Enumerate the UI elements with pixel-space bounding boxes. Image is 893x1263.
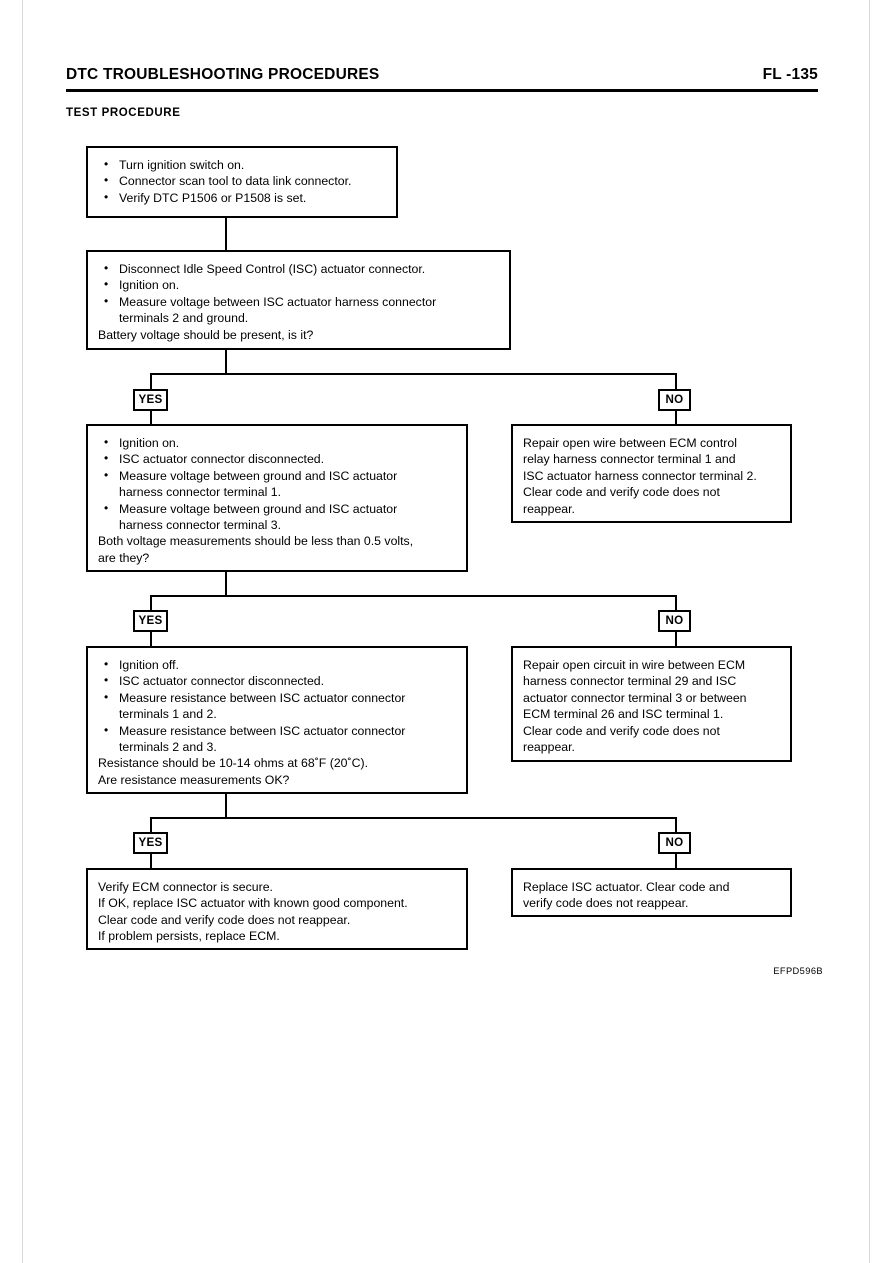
repair-box-2: Repair open circuit in wire between ECM … xyxy=(511,646,792,762)
step1-bullet-3-text: Verify DTC P1506 or P1508 is set. xyxy=(119,190,307,205)
step2-bullet-2: Ignition on. xyxy=(98,276,499,293)
branch-label-no-1: NO xyxy=(658,389,691,411)
step3-conclusion: Both voltage measurements should be less… xyxy=(98,534,414,549)
step5-line-2: If OK, replace ISC actuator with known g… xyxy=(98,896,408,911)
branch-bar-3 xyxy=(150,817,677,819)
page-number-label: FL -135 xyxy=(762,66,818,83)
branch-label-no-2: NO xyxy=(658,610,691,632)
branch2-yes-stem-upper xyxy=(150,595,152,612)
step-box-2: Disconnect Idle Speed Control (ISC) actu… xyxy=(86,250,511,350)
branch-label-no-3: NO xyxy=(658,832,691,854)
repair2-line-3: actuator connector terminal 3 or between xyxy=(523,690,747,705)
step2-question: Battery voltage should be present, is it… xyxy=(98,327,314,342)
step1-bullet-2-text: Connector scan tool to data link connect… xyxy=(119,174,352,189)
step4-bullet-3: Measure resistance between ISC actuator … xyxy=(98,689,456,723)
branch3-no-stem-upper xyxy=(675,817,677,834)
step4-bullet-2: ISC actuator connector disconnected. xyxy=(98,672,456,689)
branch2-no-stem-lower xyxy=(675,631,677,652)
repair1-line-5: reappear. xyxy=(523,501,575,516)
step1-bullet-1: Turn ignition switch on. xyxy=(98,156,386,173)
step2-bullet-3: Measure voltage between ISC actuator har… xyxy=(98,293,499,327)
step1-bullet-3: Verify DTC P1506 or P1508 is set. xyxy=(98,189,386,206)
step2-bullet-1-text: Disconnect Idle Speed Control (ISC) actu… xyxy=(119,262,426,276)
repair2-line-2: harness connector terminal 29 and ISC xyxy=(523,674,737,689)
repair-box-3: Replace ISC actuator. Clear code and ver… xyxy=(511,868,792,917)
step2-bullet-3-cont: terminals 2 and ground. xyxy=(119,311,249,326)
branch-label-yes-3: YES xyxy=(133,832,168,854)
step2-bullet-3-text: Measure voltage between ISC actuator har… xyxy=(119,294,437,309)
branch3-yes-stem-upper xyxy=(150,817,152,834)
step4-question: Are resistance measurements OK? xyxy=(98,772,290,787)
step1-bullet-2: Connector scan tool to data link connect… xyxy=(98,172,386,189)
repair2-line-5: Clear code and verify code does not xyxy=(523,723,720,738)
step1-bullet-1-text: Turn ignition switch on. xyxy=(119,158,245,172)
repair2-line-4: ECM terminal 26 and ISC terminal 1. xyxy=(523,707,724,722)
figure-reference-code: EFPD596B xyxy=(773,966,823,976)
repair1-line-1: Repair open wire between ECM control xyxy=(523,436,737,450)
step-box-4: Ignition off. ISC actuator connector dis… xyxy=(86,646,468,794)
branch2-no-stem-upper xyxy=(675,595,677,612)
connector-step1-step2 xyxy=(225,218,227,250)
step3-bullet-4-cont: harness connector terminal 3. xyxy=(119,518,281,533)
step3-bullet-4: Measure voltage between ground and ISC a… xyxy=(98,500,456,534)
repair1-line-2: relay harness connector terminal 1 and xyxy=(523,452,736,467)
step4-spec: Resistance should be 10-14 ohms at 68˚F … xyxy=(98,756,368,771)
branch1-no-stem-upper xyxy=(675,373,677,391)
step4-bullet-4: Measure resistance between ISC actuator … xyxy=(98,722,456,756)
branch-bar-2 xyxy=(150,595,677,597)
step4-bullet-4-cont: terminals 2 and 3. xyxy=(119,740,217,755)
repair2-line-6: reappear. xyxy=(523,740,575,755)
step5-line-1: Verify ECM connector is secure. xyxy=(98,880,273,894)
step4-bullet-4-text: Measure resistance between ISC actuator … xyxy=(119,723,406,738)
step4-bullet-1: Ignition off. xyxy=(98,656,456,673)
step-box-5: Verify ECM connector is secure. If OK, r… xyxy=(86,868,468,950)
branch-label-yes-1: YES xyxy=(133,389,168,411)
step3-question: are they? xyxy=(98,550,150,565)
page-edge-right xyxy=(869,0,870,1263)
step4-bullet-3-text: Measure resistance between ISC actuator … xyxy=(119,690,406,705)
connector-step3-branch2-stem xyxy=(225,572,227,595)
branch1-yes-stem-upper xyxy=(150,373,152,391)
connector-step4-branch3-stem xyxy=(225,794,227,817)
step3-bullet-3: Measure voltage between ground and ISC a… xyxy=(98,467,456,501)
step3-bullet-2-text: ISC actuator connector disconnected. xyxy=(119,452,325,467)
step4-bullet-3-cont: terminals 1 and 2. xyxy=(119,707,217,722)
header-divider xyxy=(66,89,818,92)
step5-line-3: Clear code and verify code does not reap… xyxy=(98,912,351,927)
step3-bullet-1-text: Ignition on. xyxy=(119,436,180,450)
page-header: DTC TROUBLESHOOTING PROCEDURES FL -135 xyxy=(66,66,818,90)
step3-bullet-1: Ignition on. xyxy=(98,434,456,451)
step5-line-4: If problem persists, replace ECM. xyxy=(98,929,280,944)
branch3-no-stem-lower xyxy=(675,853,677,871)
step3-bullet-2: ISC actuator connector disconnected. xyxy=(98,450,456,467)
repair1-line-4: Clear code and verify code does not xyxy=(523,485,720,500)
section-heading: TEST PROCEDURE xyxy=(66,107,181,119)
step4-bullet-2-text: ISC actuator connector disconnected. xyxy=(119,674,325,689)
repair3-line-1: Replace ISC actuator. Clear code and xyxy=(523,880,730,894)
branch1-yes-stem-lower xyxy=(150,410,152,430)
branch2-yes-stem-lower xyxy=(150,631,152,652)
repair3-line-2: verify code does not reappear. xyxy=(523,896,689,911)
page-edge-left xyxy=(22,0,23,1263)
repair2-line-1: Repair open circuit in wire between ECM xyxy=(523,658,746,672)
page-title: DTC TROUBLESHOOTING PROCEDURES xyxy=(66,66,380,83)
step-box-3: Ignition on. ISC actuator connector disc… xyxy=(86,424,468,572)
step-box-1: Turn ignition switch on. Connector scan … xyxy=(86,146,398,218)
step3-bullet-4-text: Measure voltage between ground and ISC a… xyxy=(119,501,398,516)
connector-step2-branch1-stem xyxy=(225,350,227,375)
step2-bullet-2-text: Ignition on. xyxy=(119,278,180,293)
step4-bullet-1-text: Ignition off. xyxy=(119,658,179,672)
step2-bullet-1: Disconnect Idle Speed Control (ISC) actu… xyxy=(98,260,499,277)
branch3-yes-stem-lower xyxy=(150,853,152,871)
branch-bar-1 xyxy=(150,373,677,375)
repair1-line-3: ISC actuator harness connector terminal … xyxy=(523,468,757,483)
branch-label-yes-2: YES xyxy=(133,610,168,632)
step3-bullet-3-cont: harness connector terminal 1. xyxy=(119,485,281,500)
repair-box-1: Repair open wire between ECM control rel… xyxy=(511,424,792,523)
branch1-no-stem-lower xyxy=(675,410,677,430)
step3-bullet-3-text: Measure voltage between ground and ISC a… xyxy=(119,468,398,483)
